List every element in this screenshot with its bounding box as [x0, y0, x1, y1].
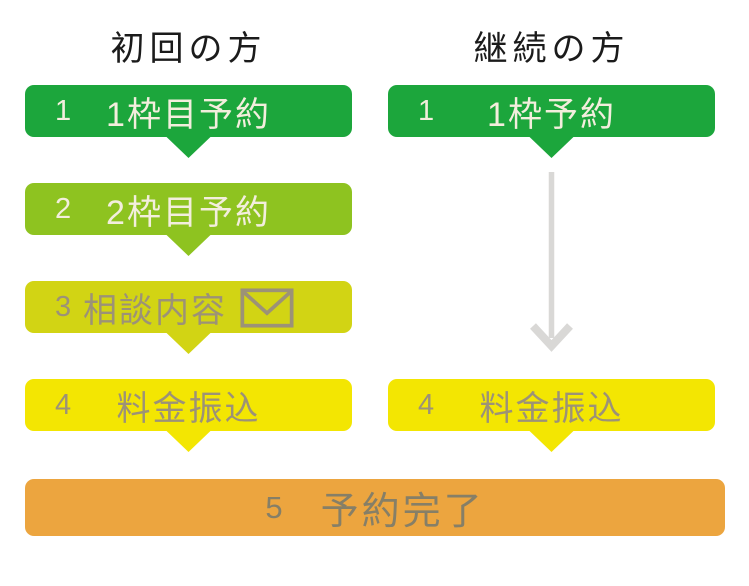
step-label: 相談内容	[83, 291, 227, 330]
step-number: 3	[55, 290, 72, 323]
step-number: 4	[418, 388, 435, 421]
down-pointer	[165, 332, 212, 354]
down-pointer	[165, 136, 212, 158]
down-pointer	[165, 234, 212, 256]
step-label: 料金振込	[479, 389, 624, 428]
step-first-time-3: 3 相談内容	[25, 281, 352, 354]
step-number: 1	[418, 94, 435, 127]
down-arrow	[530, 172, 573, 352]
step-returning-1: 1 1枠予約	[388, 85, 715, 158]
step-first-time-4: 4 料金振込	[25, 379, 352, 452]
step-final-complete: 5 予約完了	[25, 479, 725, 536]
step-first-time-2: 2 2枠目予約	[25, 183, 352, 256]
step-label: 1枠予約	[487, 95, 616, 134]
step-label: 2枠目予約	[106, 193, 271, 232]
column-title-first-time: 初回の方	[110, 29, 267, 68]
step-label: 1枠目予約	[106, 95, 271, 134]
down-pointer	[528, 430, 575, 452]
step-label: 料金振込	[116, 389, 261, 428]
step-number: 4	[55, 388, 72, 421]
down-pointer	[165, 430, 212, 452]
step-label: 予約完了	[320, 491, 485, 533]
step-number: 1	[55, 94, 72, 127]
column-title-returning: 継続の方	[473, 29, 630, 68]
step-number: 5	[265, 489, 283, 525]
down-pointer	[528, 136, 575, 158]
step-first-time-1: 1 1枠目予約	[25, 85, 352, 158]
envelope-icon	[240, 288, 294, 328]
step-returning-4: 4 料金振込	[388, 379, 715, 452]
step-number: 2	[55, 192, 72, 225]
